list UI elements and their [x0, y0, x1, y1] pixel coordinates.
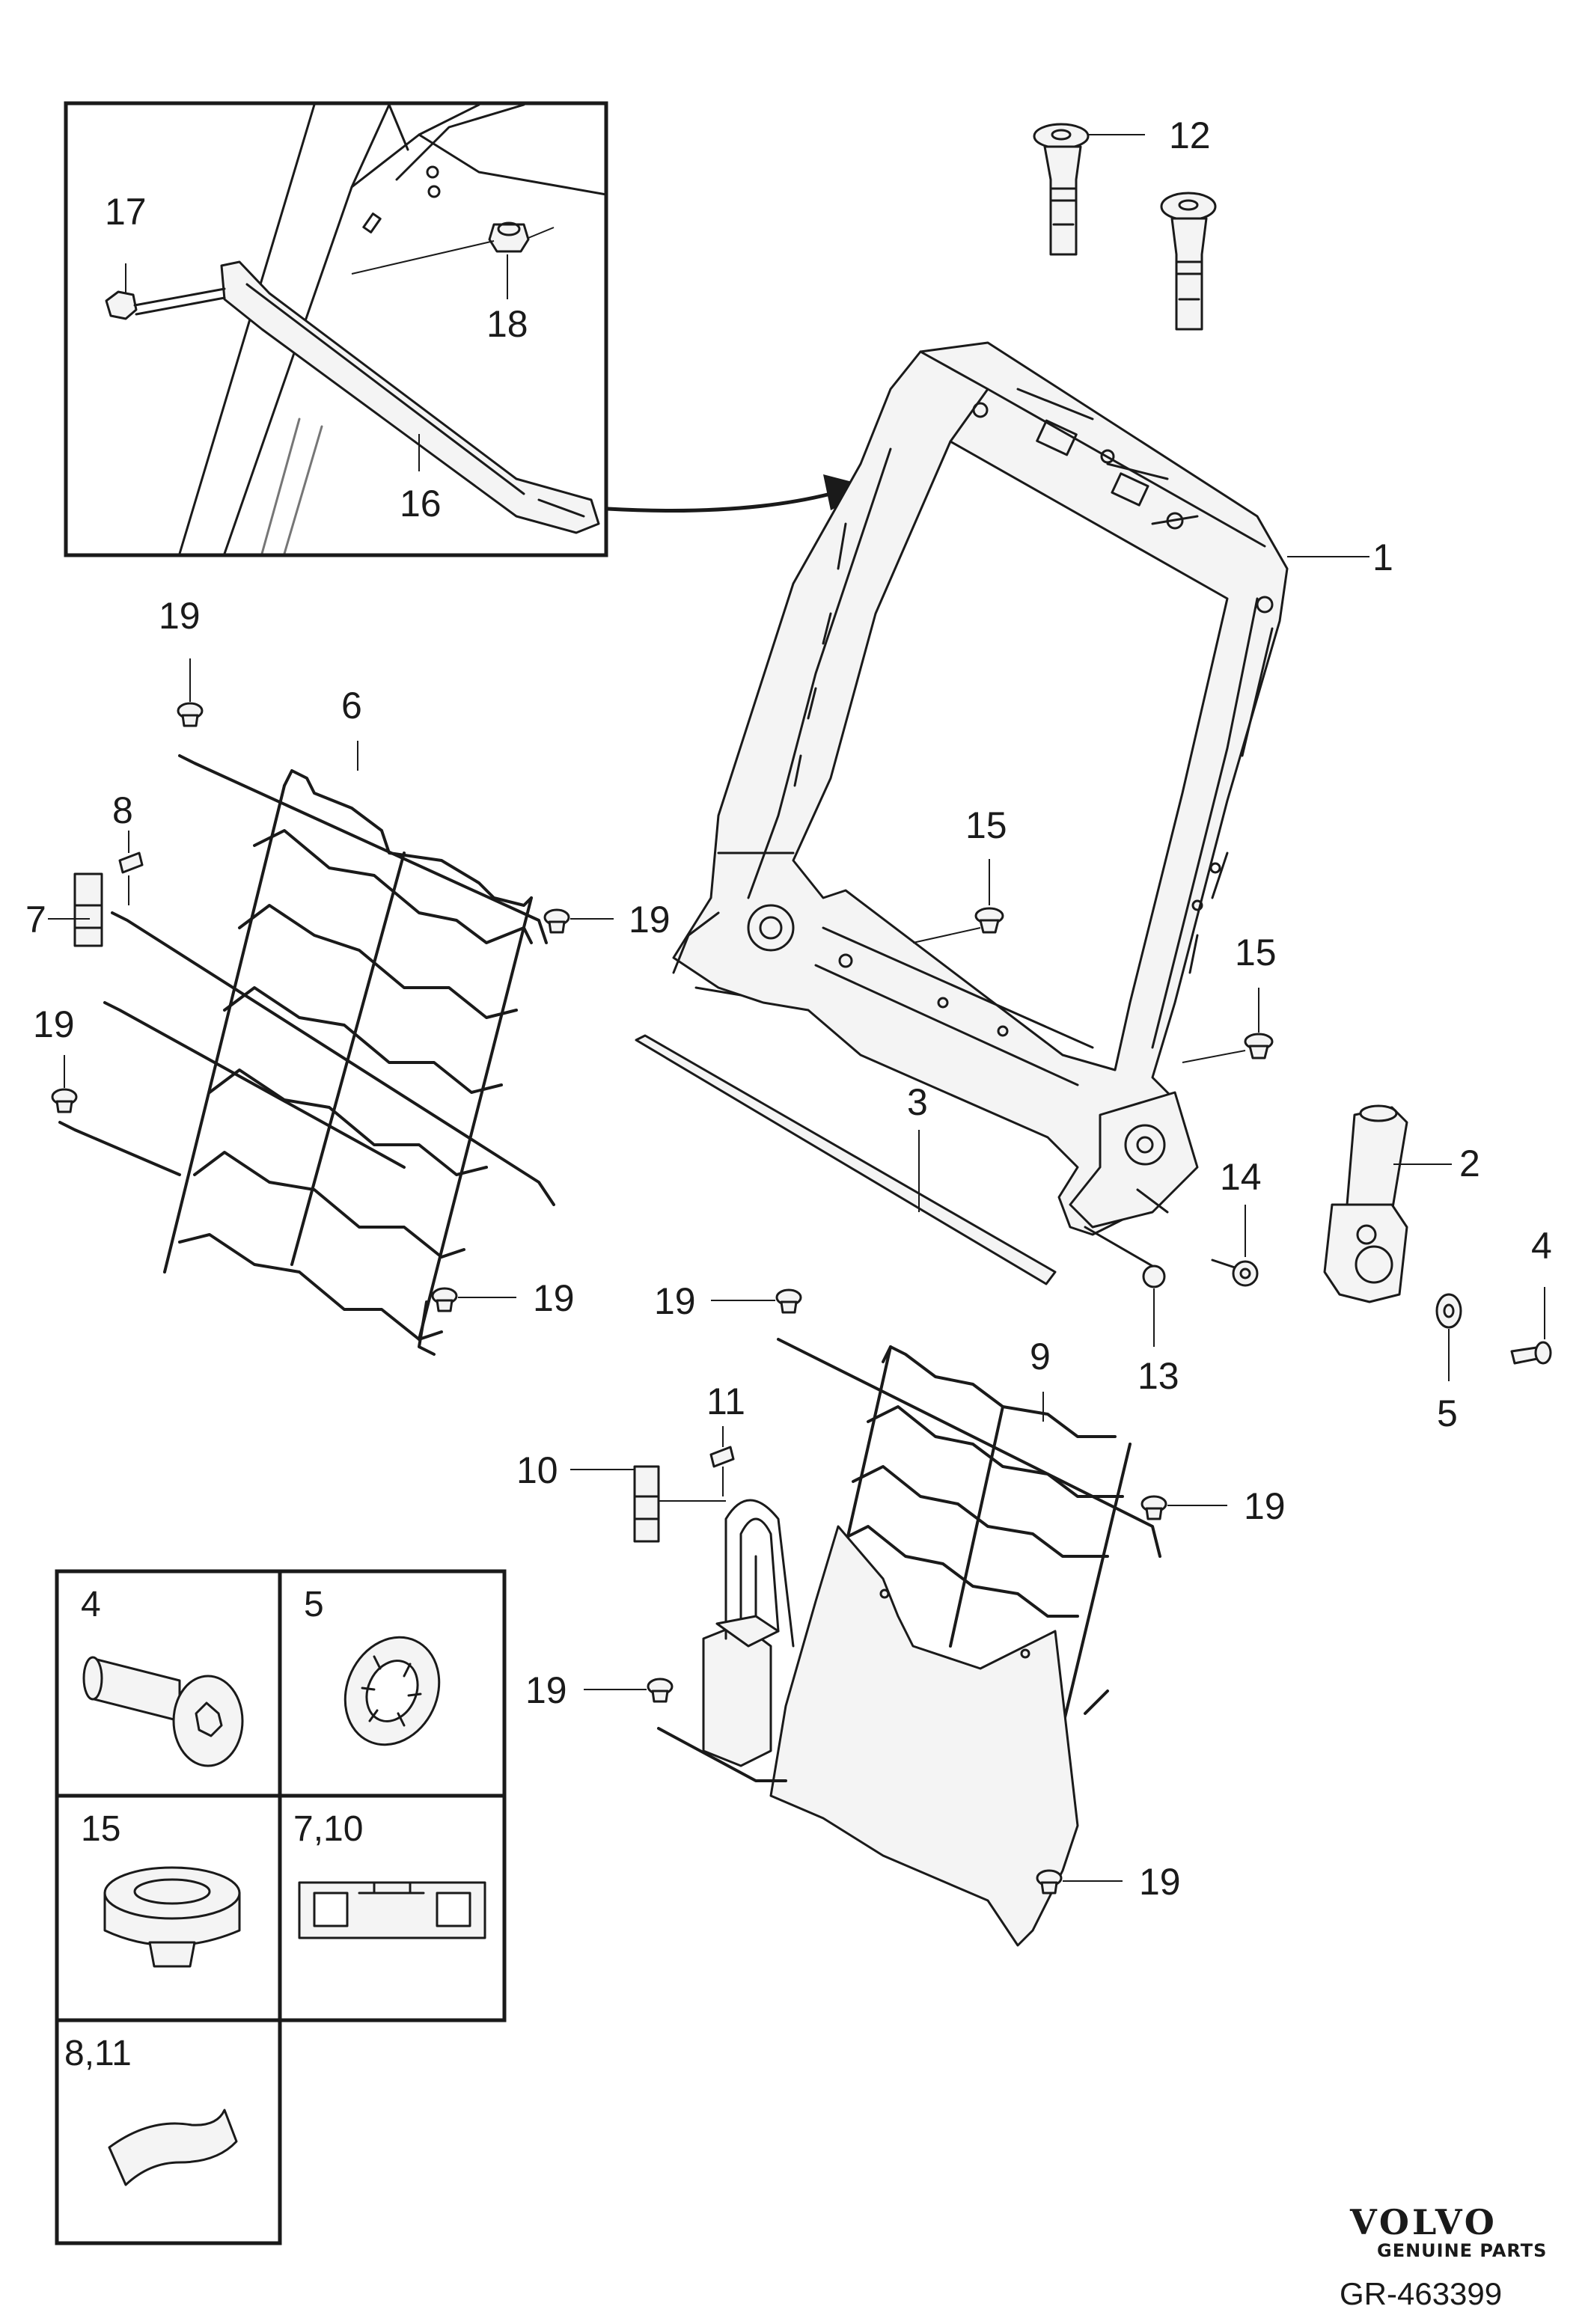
- headrest-guides: 12: [1033, 114, 1217, 331]
- callout-9: 9: [1030, 1336, 1051, 1377]
- strip-8-icon: 8: [112, 789, 144, 905]
- bolt-17-icon: [105, 287, 226, 320]
- clip-19h-icon: 19: [1036, 1861, 1181, 1903]
- callout-19f: 19: [1244, 1485, 1286, 1527]
- screw-4-icon: 4: [1510, 1225, 1552, 1365]
- callout-13: 13: [1137, 1355, 1179, 1397]
- callout-19g: 19: [525, 1669, 567, 1711]
- clip-19e-icon: 19: [654, 1280, 802, 1322]
- callout-19c: 19: [33, 1003, 75, 1045]
- callout-19b: 19: [629, 899, 671, 941]
- callout-19d: 19: [533, 1277, 575, 1319]
- detail-arrow: [605, 474, 876, 513]
- brand-block: VOLVO GENUINE PARTS: [1349, 2202, 1547, 2261]
- legend-label-5: 5: [304, 1585, 324, 1624]
- legend-label-15: 15: [81, 1809, 120, 1849]
- legend-cell-7-10: 7,10: [293, 1809, 486, 1939]
- washer-5-icon: 5: [1435, 1293, 1462, 1434]
- spring-mat-6: 6: [58, 685, 555, 1356]
- legend-label-4: 4: [81, 1585, 101, 1624]
- callout-14: 14: [1220, 1156, 1262, 1198]
- brand-tagline: GENUINE PARTS: [1377, 2240, 1547, 2261]
- callout-4: 4: [1531, 1225, 1552, 1267]
- callout-16: 16: [400, 483, 442, 525]
- screw-14-icon: 14: [1211, 1156, 1262, 1287]
- clip-19f-icon: 19: [1140, 1485, 1286, 1527]
- torsion-bar-icon: 3: [635, 1034, 1057, 1285]
- clip-7-icon: 7: [25, 872, 103, 947]
- clip-15a-icon: 15: [912, 804, 1007, 944]
- screw-13-icon: 13: [1084, 1226, 1179, 1397]
- callout-5: 5: [1437, 1392, 1458, 1434]
- callout-19h: 19: [1139, 1861, 1181, 1903]
- callout-8: 8: [112, 789, 133, 831]
- callout-1: 1: [1372, 536, 1393, 578]
- legend-table: 4 5 15: [55, 1569, 507, 2245]
- callout-19a: 19: [159, 595, 201, 637]
- clip-15b-icon: 15: [1182, 932, 1277, 1063]
- callout-17: 17: [105, 191, 147, 233]
- callout-6: 6: [341, 685, 362, 727]
- callout-15b: 15: [1235, 932, 1277, 973]
- legend-cell-8-11: 8,11: [64, 2034, 238, 2186]
- callout-10: 10: [516, 1449, 558, 1491]
- headrest-guide-left-icon: [1033, 123, 1090, 256]
- callout-18: 18: [486, 303, 528, 345]
- callout-3: 3: [907, 1081, 928, 1123]
- clip-19g-icon: 19: [525, 1669, 674, 1711]
- clip-19a-icon: 19: [159, 595, 204, 727]
- clip-19b-icon: 19: [543, 899, 671, 941]
- nut-18-icon: [351, 221, 555, 275]
- callout-15a: 15: [965, 804, 1007, 846]
- legend-label-7-10: 7,10: [293, 1809, 363, 1849]
- legend-cell-5: 5: [304, 1585, 441, 1746]
- screw-detail-icon: [82, 1656, 244, 1767]
- headrest-guide-right-icon: [1160, 192, 1217, 331]
- bracket-detail-icon: [298, 1881, 486, 1939]
- callout-7: 7: [25, 899, 46, 941]
- legend-cell-15: 15: [81, 1809, 241, 1968]
- callout-11: 11: [706, 1380, 745, 1422]
- callout-2: 2: [1459, 1143, 1480, 1184]
- strip-detail-icon: [108, 2109, 238, 2186]
- diagram-reference: GR-463399: [1340, 2276, 1502, 2311]
- clip-19-group-mat9: 19 19 19 19: [525, 1280, 1286, 1903]
- brand-logo: VOLVO: [1349, 2202, 1497, 2242]
- callout-12: 12: [1169, 114, 1211, 156]
- clip-10-icon: 10: [516, 1449, 726, 1543]
- spring-mat-9: 9: [657, 1336, 1161, 1947]
- legend-label-8-11: 8,11: [64, 2034, 132, 2073]
- callout-19e: 19: [654, 1280, 696, 1322]
- strip-11-icon: 11: [706, 1380, 745, 1496]
- washer-detail-icon: [343, 1636, 441, 1746]
- clip-19d-icon: 19: [431, 1277, 575, 1319]
- inset-detail: 17 18 16: [64, 101, 608, 557]
- seatback-frame: 1: [672, 341, 1393, 1236]
- legend-cell-4: 4: [81, 1585, 244, 1767]
- clip-19-group-mat6: 19 19 19 19: [33, 595, 671, 1319]
- clip-19c-icon: 19: [33, 1003, 78, 1113]
- seat-motor-icon: 2: [1323, 1104, 1480, 1303]
- clip-detail-icon: [103, 1866, 241, 1968]
